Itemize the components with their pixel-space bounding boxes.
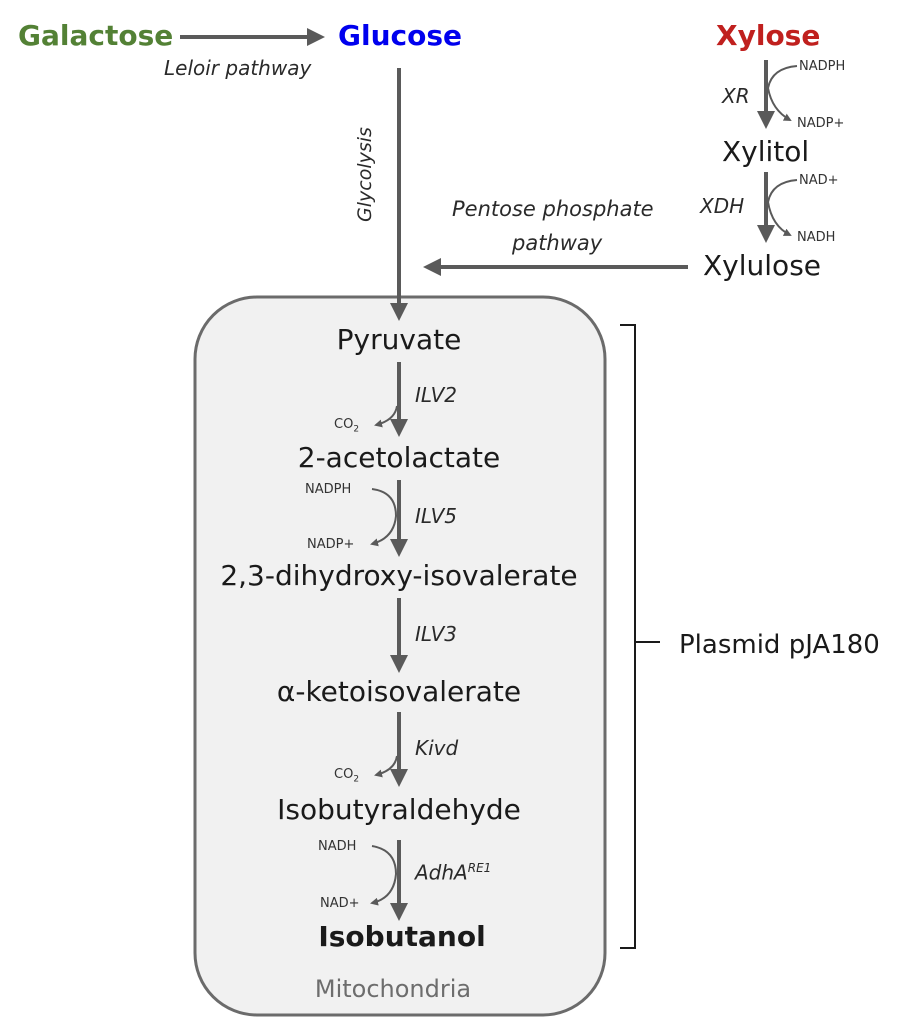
xdh-cofactor-out: NADH (797, 230, 836, 245)
glycolysis-label: Glycolysis (353, 127, 376, 222)
ilv5-enzyme-label: ILV5 (415, 504, 457, 528)
ilv3-enzyme-label: ILV3 (415, 622, 457, 646)
xylose-label: Xylose (716, 19, 821, 52)
dihydroxy-isovalerate-label: 2,3-dihydroxy-isovalerate (220, 559, 578, 592)
adha-enzyme-name: AdhA (415, 860, 468, 885)
galactose-label: Galactose (18, 19, 174, 52)
mitochondria-label: Mitochondria (314, 975, 472, 1003)
co2-text: CO (334, 767, 354, 782)
adha-cofactor-curve (370, 845, 398, 906)
xylitol-label: Xylitol (722, 135, 810, 168)
xr-cofactor-out: NADP+ (797, 116, 845, 131)
ketoisovalerate-label: α-ketoisovalerate (276, 675, 522, 708)
pentose-phosphate-label-line2: pathway (512, 231, 603, 255)
leloir-pathway-label: Leloir pathway (164, 56, 312, 80)
isobutyraldehyde-label: Isobutyraldehyde (277, 793, 521, 826)
kivd-enzyme-label: Kivd (415, 736, 459, 760)
ilv2-co2-curve (374, 405, 398, 428)
adha-cofactor-out: NAD+ (320, 896, 360, 911)
ilv5-cofactor-in: NADPH (305, 482, 352, 497)
co2-subscript: 2 (353, 774, 360, 785)
isobutanol-label: Isobutanol (318, 920, 486, 953)
adha-enzyme-superscript: RE1 (467, 861, 492, 875)
pentose-phosphate-label-line1: Pentose phosphate (452, 197, 654, 221)
ilv5-cofactor-out: NADP+ (307, 537, 355, 552)
plasmid-bracket (620, 324, 660, 949)
adha-cofactor-in: NADH (318, 839, 357, 854)
xr-cofactor-in: NADPH (799, 59, 846, 74)
pyruvate-label: Pyruvate (336, 323, 462, 356)
xr-enzyme-label: XR (722, 84, 750, 108)
glucose-label: Glucose (338, 19, 463, 52)
ilv5-cofactor-curve (370, 488, 398, 547)
kivd-co2-curve (374, 755, 398, 778)
plasmid-label: Plasmid pJA180 (679, 630, 880, 660)
acetolactate-label: 2-acetolactate (297, 441, 501, 474)
xdh-cofactor-curve (766, 179, 798, 236)
xdh-enzyme-label: XDH (700, 194, 745, 218)
co2-text: CO (334, 417, 354, 432)
kivd-co2-label: CO2 (334, 768, 359, 785)
ilv2-co2-label: CO2 (334, 418, 359, 435)
ilv2-enzyme-label: ILV2 (415, 383, 457, 407)
adha-enzyme-label: AdhARE1 (415, 862, 491, 883)
xr-cofactor-curve (766, 65, 798, 121)
xdh-cofactor-in: NAD+ (799, 173, 839, 188)
co2-subscript: 2 (353, 424, 360, 435)
xylulose-label: Xylulose (703, 249, 822, 282)
